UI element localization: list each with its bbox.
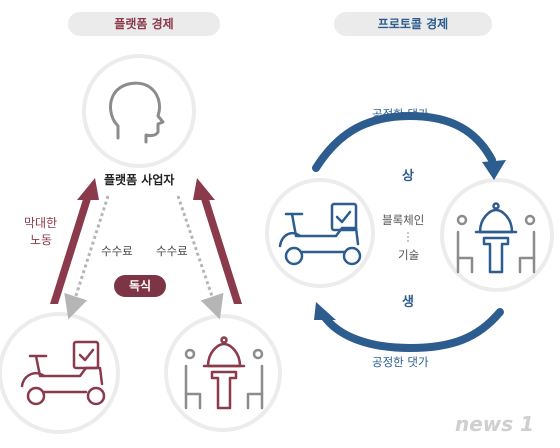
restaurant-icon-left <box>202 336 246 410</box>
chair-icon-left <box>184 348 264 410</box>
fair-price-label-top: 공정한 댓가 <box>372 107 429 121</box>
fee-arrow-right <box>176 195 224 320</box>
monopoly-badge: 독식 <box>114 275 166 297</box>
fee-label-left: 수수료 <box>101 244 133 258</box>
maroon-arrow-up-right <box>193 178 242 304</box>
technology-label: 기술 <box>398 248 420 262</box>
platform-operator-label: 플랫폼 사업자 <box>104 173 175 187</box>
news1-watermark: news 1 <box>455 412 535 436</box>
scooter-icon-right <box>278 202 362 266</box>
protocol-economy-title: 프로토콜 경제 <box>334 12 492 36</box>
fee-arrow-left <box>64 195 110 320</box>
person-head-icon <box>109 81 165 144</box>
platform-economy-title: 플랫폼 경제 <box>68 12 220 36</box>
restaurant-icon-right <box>474 202 518 274</box>
fee-label-right: 수수료 <box>156 244 188 258</box>
heavy-labor-label-line2: 노동 <box>30 233 53 247</box>
fair-price-label-bottom: 공정한 댓가 <box>372 355 429 369</box>
mutual-char-top: 상 <box>402 169 414 184</box>
blue-arc-top <box>312 111 506 180</box>
blockchain-label: 블록체인 <box>382 213 425 227</box>
scooter-icon-left <box>20 340 106 406</box>
chair-icon-right <box>456 214 536 274</box>
platform-operator-node <box>82 54 196 168</box>
mutual-char-bottom: 생 <box>402 295 414 310</box>
heavy-labor-label-line1: 막대한 <box>24 216 58 230</box>
maroon-arrow-up-left <box>50 178 99 304</box>
blue-arc-bottom <box>314 302 504 353</box>
